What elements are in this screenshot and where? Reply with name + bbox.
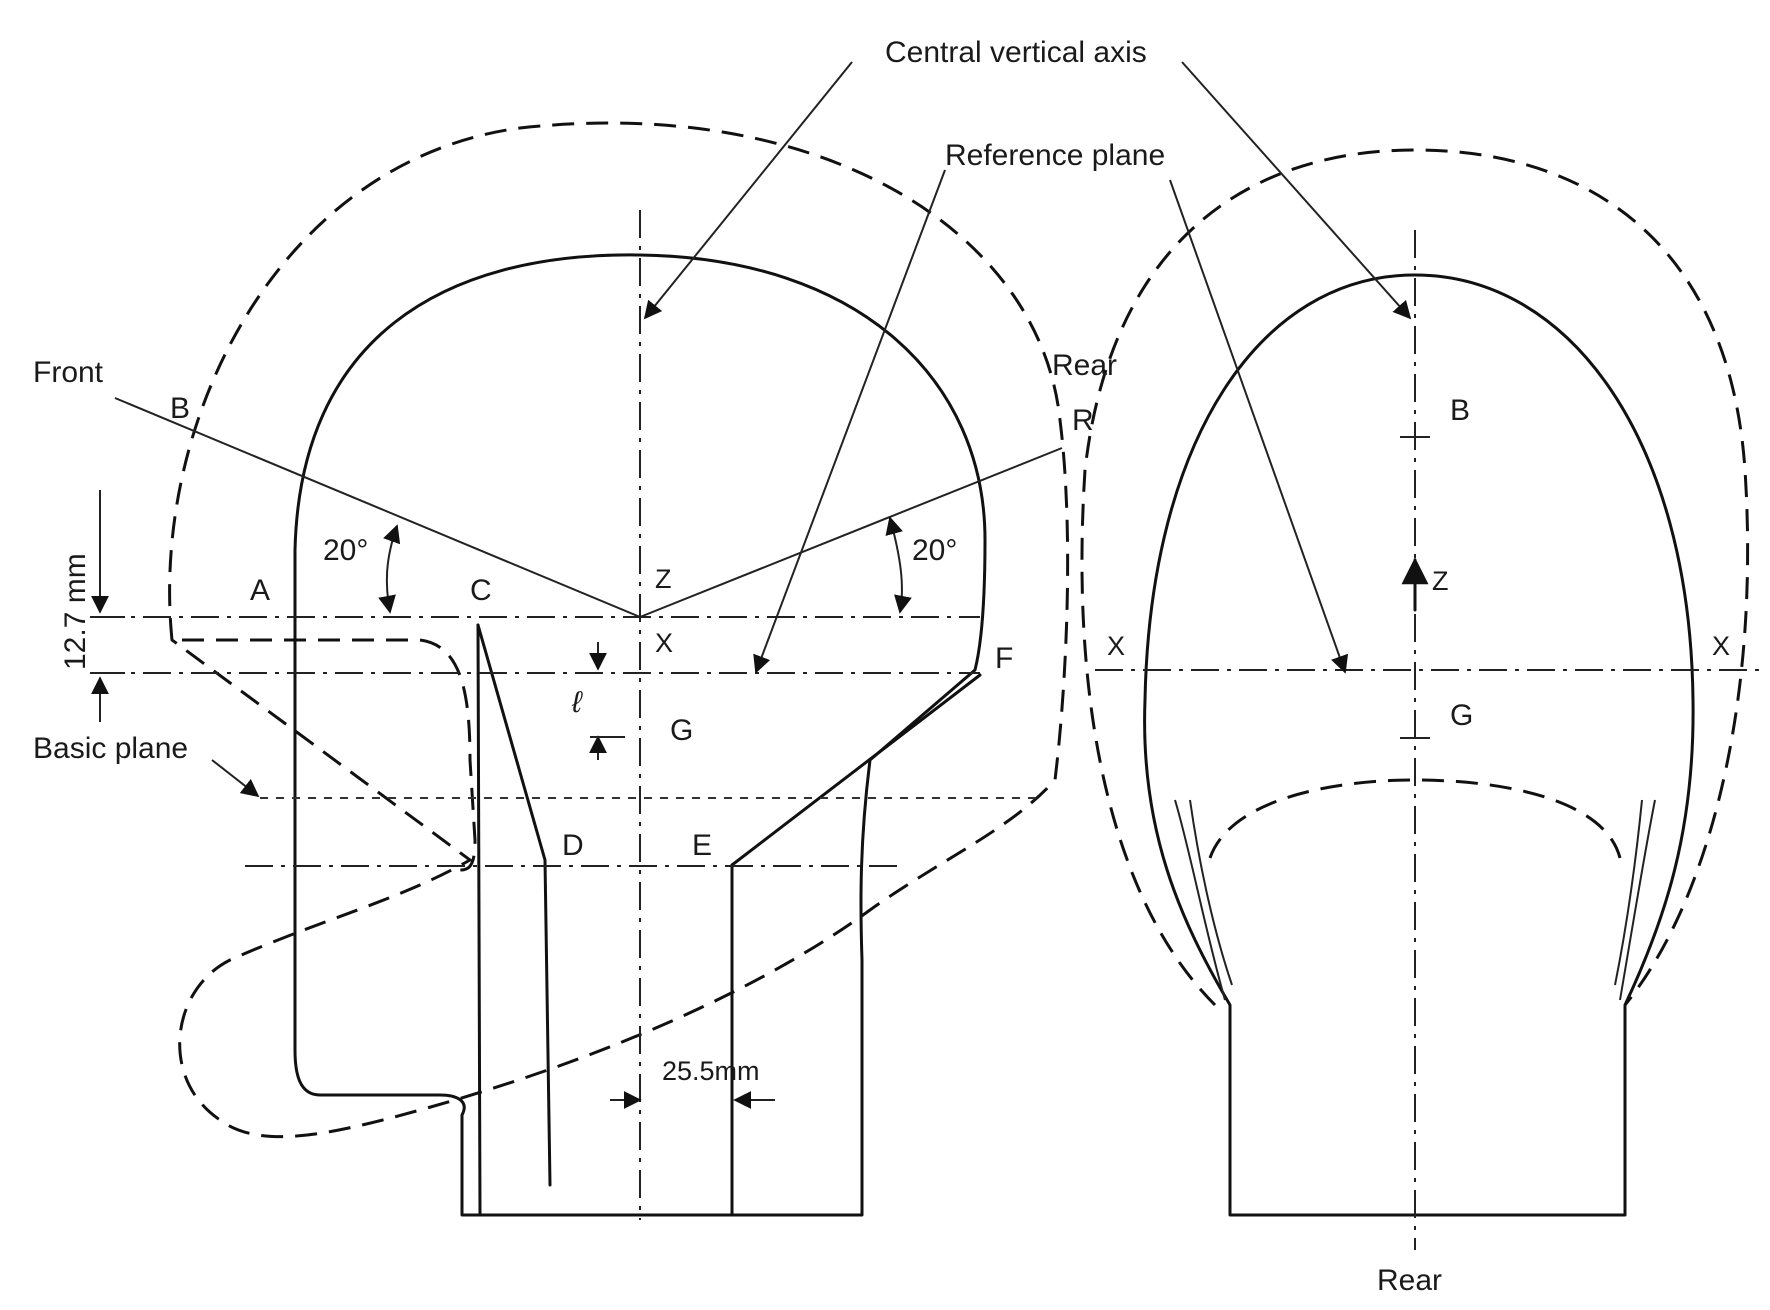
angle-arc-left	[378, 524, 401, 614]
side-view	[90, 61, 1070, 1220]
label-rv-Z: Z	[1432, 566, 1449, 596]
label-front: Front	[33, 356, 104, 389]
rear-left-ear	[1174, 799, 1233, 1001]
rear-view	[1080, 61, 1765, 1250]
label-point-X: X	[655, 628, 673, 658]
rear-head-outline	[1143, 273, 1695, 1217]
rear-helmet-outline	[1080, 148, 1750, 1007]
labels: Central vertical axis Reference plane Fr…	[33, 36, 1730, 1297]
label-rv-B: B	[1450, 394, 1470, 427]
side-line-E-F	[730, 673, 982, 867]
side-line-C	[476, 623, 482, 1217]
label-point-G: G	[670, 714, 693, 747]
label-dim-12-7: 12.7 mm	[59, 553, 92, 670]
label-point-C: C	[470, 574, 492, 607]
arrow-reference-plane-rear	[1169, 179, 1349, 674]
label-rear-side: Rear	[1052, 349, 1117, 382]
label-point-Z: Z	[655, 564, 672, 594]
label-point-B: B	[170, 392, 190, 425]
side-face-contour	[182, 638, 477, 872]
label-dim-l: ℓ	[571, 686, 583, 719]
label-point-F: F	[995, 642, 1013, 675]
label-central-vertical-axis: Central vertical axis	[885, 36, 1147, 69]
rear-right-ear	[1614, 799, 1656, 1001]
label-rear-bottom: Rear	[1377, 1264, 1442, 1297]
arrow-reference-plane-side	[753, 169, 946, 674]
label-point-E: E	[692, 829, 712, 862]
label-point-D: D	[562, 829, 584, 862]
arrow-basic-plane	[211, 759, 260, 798]
label-point-R: R	[1072, 404, 1094, 437]
label-basic-plane: Basic plane	[33, 732, 188, 765]
side-angle-line-B	[114, 397, 641, 618]
label-rv-G: G	[1450, 699, 1473, 732]
angle-arc-right	[885, 516, 912, 614]
side-helmet-outline	[168, 121, 1070, 1139]
arrow-central-axis-side	[643, 61, 853, 320]
label-reference-plane: Reference plane	[945, 139, 1165, 172]
label-rv-X-right: X	[1712, 631, 1730, 661]
label-dim-25-5: 25.5mm	[662, 1056, 760, 1086]
label-angle-left: 20°	[323, 534, 368, 567]
side-line-C-D	[476, 623, 552, 1187]
label-point-A: A	[250, 574, 270, 607]
side-angle-line-R	[639, 447, 1063, 618]
label-angle-right: 20°	[912, 534, 957, 567]
arrow-central-axis-rear	[1181, 61, 1412, 320]
side-head-outline	[293, 253, 987, 1217]
label-rv-X-left: X	[1107, 631, 1125, 661]
